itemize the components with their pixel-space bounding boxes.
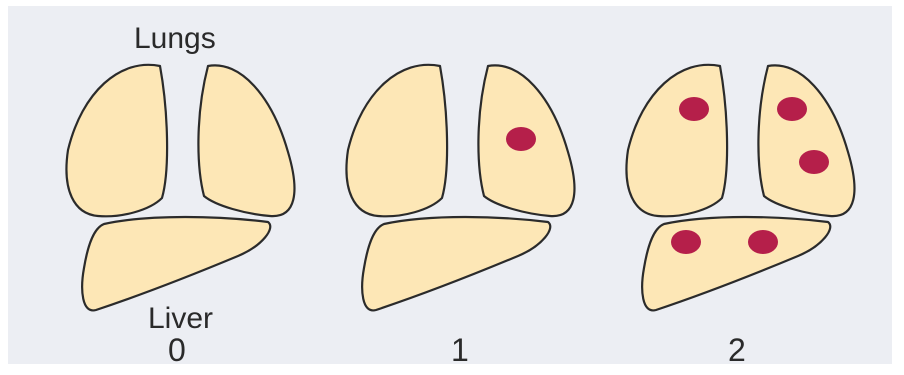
left-lung [198, 65, 294, 216]
liver [642, 217, 830, 310]
lesion-liver-left [671, 230, 701, 254]
lesion-right-lung [679, 97, 709, 121]
right-lung [346, 65, 447, 216]
lesion-liver-right [748, 230, 778, 254]
lungs-label: Lungs [134, 22, 216, 56]
liver-label: Liver [148, 302, 213, 336]
liver [362, 217, 550, 310]
stage-label-0: 0 [168, 332, 186, 369]
lesion-left-lung [506, 127, 536, 151]
panel-stage-0 [66, 65, 294, 311]
left-lung [758, 65, 854, 216]
right-lung [626, 65, 727, 216]
stage-label-1: 1 [451, 332, 469, 369]
panel-stage-1 [346, 65, 574, 311]
stage-label-2: 2 [728, 332, 746, 369]
lesion-left-lung-lower [799, 150, 829, 174]
right-lung [66, 65, 167, 216]
lesion-left-lung-upper [777, 97, 807, 121]
liver [82, 217, 270, 310]
panel-stage-2 [626, 65, 854, 311]
